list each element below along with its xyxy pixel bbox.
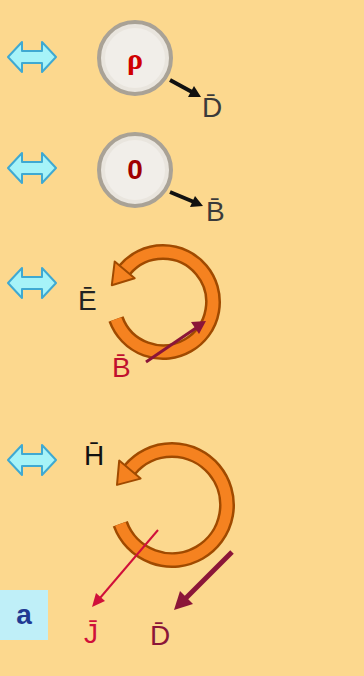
curl-ring: [120, 450, 227, 560]
curl-arrowhead: [112, 262, 135, 286]
current-arrow: [100, 530, 158, 598]
flux-arrow: [170, 80, 192, 92]
curl-ring: [120, 450, 227, 560]
curl-ring: [116, 252, 213, 352]
field-symbol: B̄: [206, 196, 225, 228]
current-arrowhead: [92, 593, 105, 607]
field-arrowhead: [191, 321, 206, 334]
field-symbol: H̄: [84, 440, 104, 472]
node-text: a: [16, 600, 32, 631]
displacement-arrow: [186, 552, 232, 598]
curl-ring: [116, 252, 213, 352]
flux-arrow: [170, 192, 194, 202]
curl-arrowhead: [117, 461, 141, 485]
charge-circle: 0: [97, 132, 173, 208]
note-box: a: [0, 590, 48, 640]
field-symbol: D̄: [150, 620, 170, 652]
displacement-arrowhead: [174, 591, 193, 610]
charge-circle: ρ: [97, 20, 173, 96]
node-text: ρ: [127, 42, 143, 75]
equivalence-arrow: [8, 42, 56, 72]
circle-shape: [99, 22, 171, 94]
field-symbol: J̄: [84, 618, 98, 650]
equivalence-arrow: [8, 445, 56, 475]
field-arrow: [146, 328, 196, 362]
equivalence-arrow: [8, 153, 56, 183]
equivalence-arrow: [8, 268, 56, 298]
node-text: 0: [127, 155, 143, 186]
field-symbol: Ē: [78, 285, 97, 317]
field-symbol: D̄: [202, 92, 222, 124]
circle-shade: [105, 140, 165, 200]
flux-arrowhead: [188, 86, 201, 97]
flux-arrowhead: [190, 196, 203, 207]
field-symbol: B̄: [112, 352, 131, 384]
circle-shape: [99, 134, 171, 206]
circle-shade: [105, 28, 165, 88]
